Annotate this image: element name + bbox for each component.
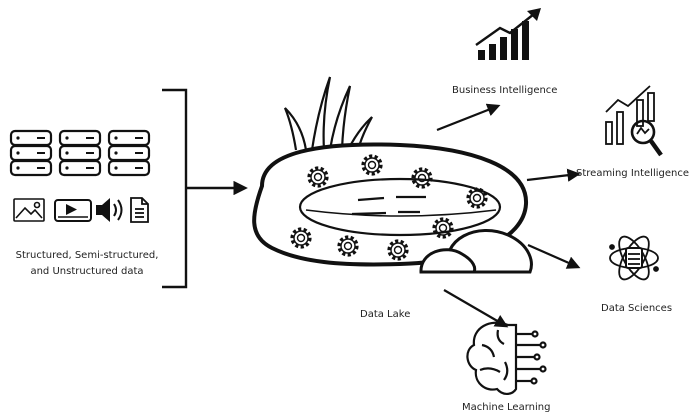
arrow-business-intelligence	[436, 103, 501, 132]
video-icon	[54, 199, 92, 222]
chart-magnifier-icon	[605, 85, 663, 157]
database-icon	[58, 129, 102, 177]
data-sciences-label: Data Sciences	[601, 303, 673, 314]
source-label-line1: Structured, Semi-structured,	[15, 250, 159, 261]
streaming-intelligence-label: Streaming Intelligence	[576, 168, 690, 179]
data-lake-illustration	[252, 76, 533, 274]
database-icon	[107, 129, 151, 177]
arrow-data-sciences	[527, 243, 581, 269]
database-icon	[9, 129, 53, 177]
atom-database-icon	[609, 235, 659, 281]
source-data-label: Structured, Semi-structured, and Unstruc…	[2, 248, 172, 280]
data-lake-label: Data Lake	[360, 309, 411, 320]
arrow-streaming-intelligence	[526, 168, 581, 182]
machine-learning-label: Machine Learning	[462, 402, 551, 413]
business-intelligence-label: Business Intelligence	[452, 85, 558, 96]
source-label-line2: and Unstructured data	[30, 266, 144, 277]
bar-chart-growth-icon	[475, 8, 541, 60]
arrow-machine-learning	[443, 289, 509, 328]
image-icon	[13, 198, 45, 222]
document-icon	[130, 197, 149, 223]
speaker-icon	[96, 198, 123, 222]
brain-circuit-icon	[466, 321, 547, 395]
